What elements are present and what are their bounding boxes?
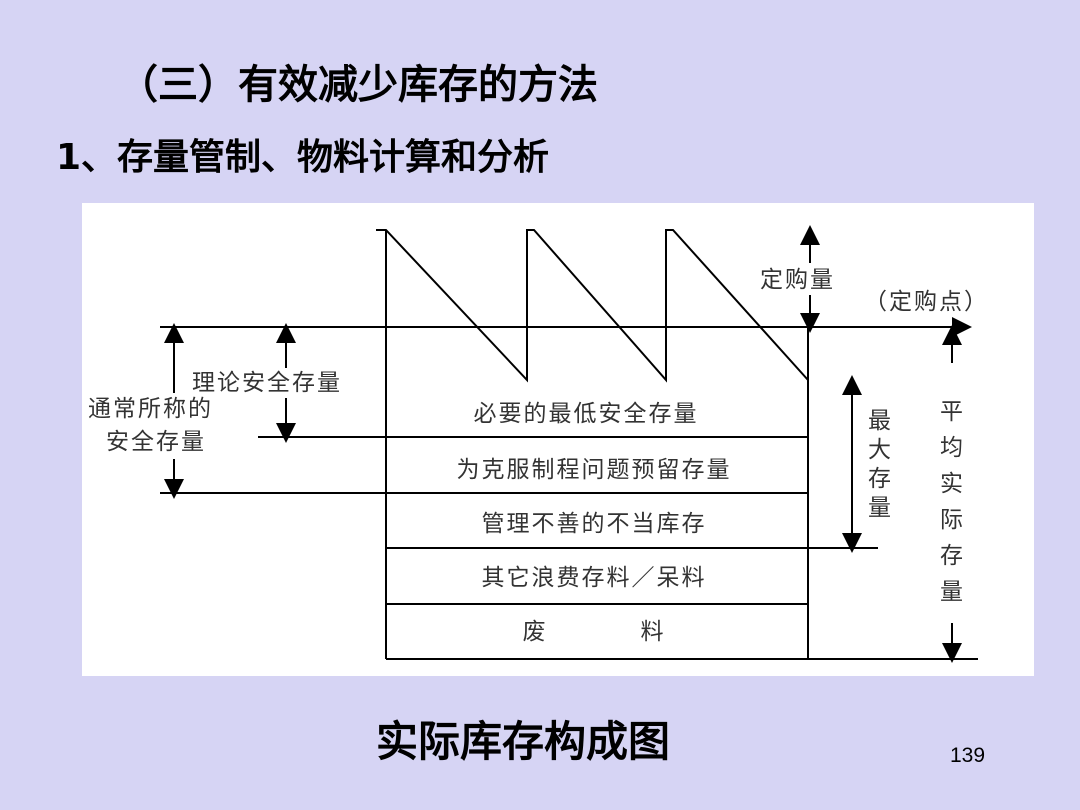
order-point-label: （定购点） [864,289,989,315]
order-quantity-label: 定购量 [760,267,835,293]
theoretical-safety-stock-label: 理论安全存量 [192,370,342,396]
slide-subtitle: 1、存量管制、物料计算和分析 [56,137,550,178]
layer-label-5: 废 料 [522,619,665,645]
sawtooth-line [376,229,809,383]
avg-stock-char-1: 平 [940,399,965,425]
layer-label-3: 管理不善的不当库存 [482,511,707,537]
avg-stock-char-4: 际 [940,507,965,533]
max-stock-char-4: 量 [868,495,893,521]
avg-stock-char-6: 量 [940,579,965,605]
avg-stock-char-5: 存 [940,543,965,569]
slide-title: （三）有效减少库存的方法 [118,62,598,108]
figure-caption: 实际库存构成图 [376,717,671,766]
avg-stock-char-3: 实 [940,471,965,497]
max-stock-char-2: 大 [868,437,893,463]
layer-label-1: 必要的最低安全存量 [474,401,699,427]
inventory-diagram: 定购量 （定购点） 理论安全存量 通常所称的 安全存量 最 大 存 量 平 均 … [82,203,1034,676]
layer-label-2: 为克服制程问题预留存量 [457,457,732,483]
max-stock-char-3: 存 [868,466,893,492]
diagram-svg: 定购量 （定购点） 理论安全存量 通常所称的 安全存量 最 大 存 量 平 均 … [88,225,989,663]
common-safety-stock-label-1: 通常所称的 [88,396,213,422]
page-number: 139 [950,744,986,767]
common-safety-stock-label-2: 安全存量 [106,429,206,455]
max-stock-char-1: 最 [868,408,893,434]
avg-stock-char-2: 均 [940,435,965,461]
layer-label-4: 其它浪费存料／呆料 [482,565,707,591]
